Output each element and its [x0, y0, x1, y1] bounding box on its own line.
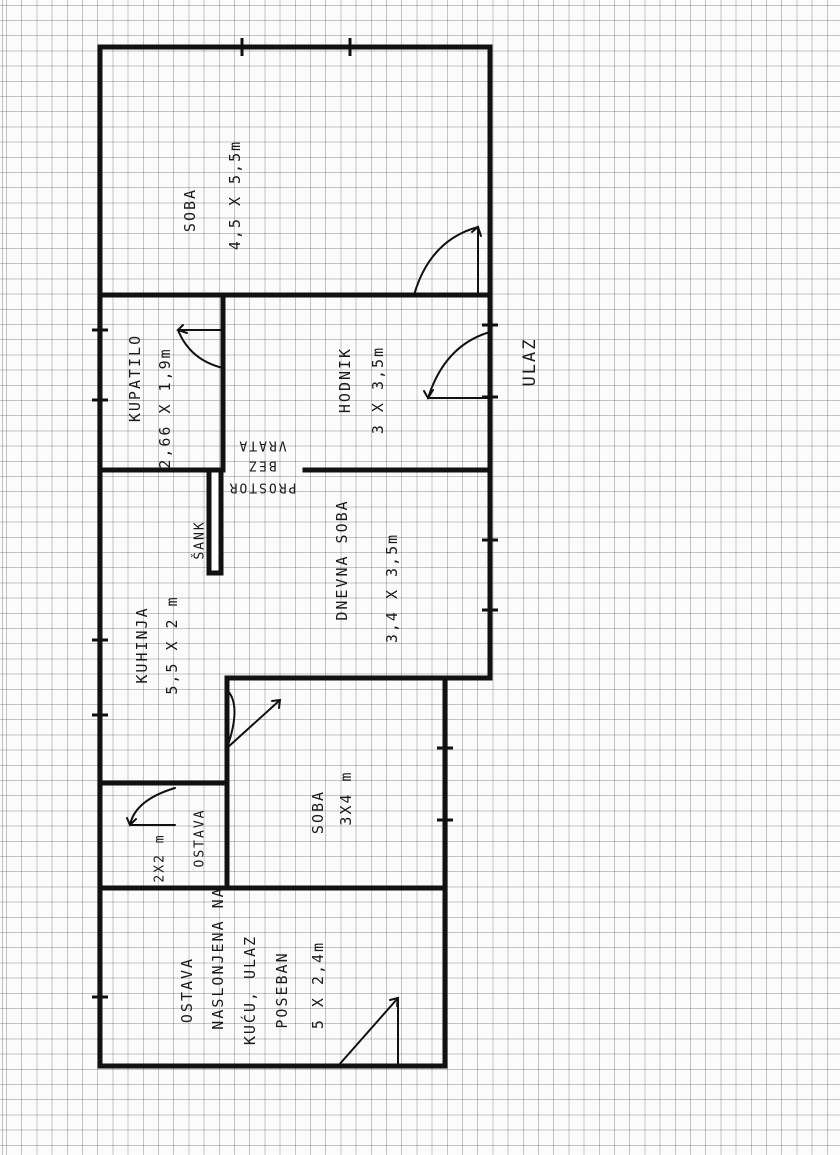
room-hodnik-size: 3 X 3,5m: [369, 345, 387, 435]
room-ostava-small-size: 2X2 m: [152, 833, 168, 883]
label-ulaz: ULAZ: [520, 337, 540, 387]
room-soba-bottom-name: SOBA: [309, 789, 327, 835]
room-ostava-big-line4: POSEBAN: [273, 951, 291, 1029]
room-kupatilo-name: KUPATILO: [126, 333, 144, 423]
room-kuhinja-size: 5,5 X 2 m: [163, 595, 181, 695]
room-dnevna-name: DNEVNA SOBA: [333, 499, 351, 621]
room-ostava-big-line1: OSTAVA: [178, 956, 196, 1024]
room-soba-bottom-size: 3X4 m: [337, 770, 355, 826]
wall-soba-bottom: [224, 675, 448, 891]
room-dnevna-size: 3,4 X 3,5m: [383, 532, 401, 644]
door-ostava-big: [337, 997, 399, 1067]
room-ostava-big-line2: NASLONJENA NA: [209, 886, 227, 1030]
label-prostor-line3: VRATA: [237, 437, 287, 453]
room-ostava-big-size: 5 X 2,4m: [309, 940, 327, 1030]
outer-wall: [97, 44, 493, 1069]
room-soba-top-name: SOBA: [181, 187, 199, 233]
room-soba-top-size: 4,5 X 5,5m: [226, 139, 244, 251]
label-prostor-line1: PROSTOR: [227, 479, 297, 495]
room-ostava-small-name: OSTAVA: [192, 808, 208, 868]
door-swings: [126, 225, 491, 1067]
outer-walls: [97, 44, 493, 1069]
door-soba-bottom: [226, 699, 281, 749]
room-hodnik-name: HODNIK: [336, 346, 354, 414]
room-ostava-big-line3: KUĆU, ULAZ: [241, 934, 259, 1046]
label-prostor-line2: BEZ: [247, 457, 277, 473]
interior-walls: [97, 292, 493, 891]
label-sank: ŠANK: [192, 520, 208, 560]
room-kupatilo-size: 2,66 X 1,9m: [156, 347, 174, 469]
sank-counter: [206, 467, 224, 576]
room-kuhinja-name: KUHINJA: [133, 606, 151, 684]
